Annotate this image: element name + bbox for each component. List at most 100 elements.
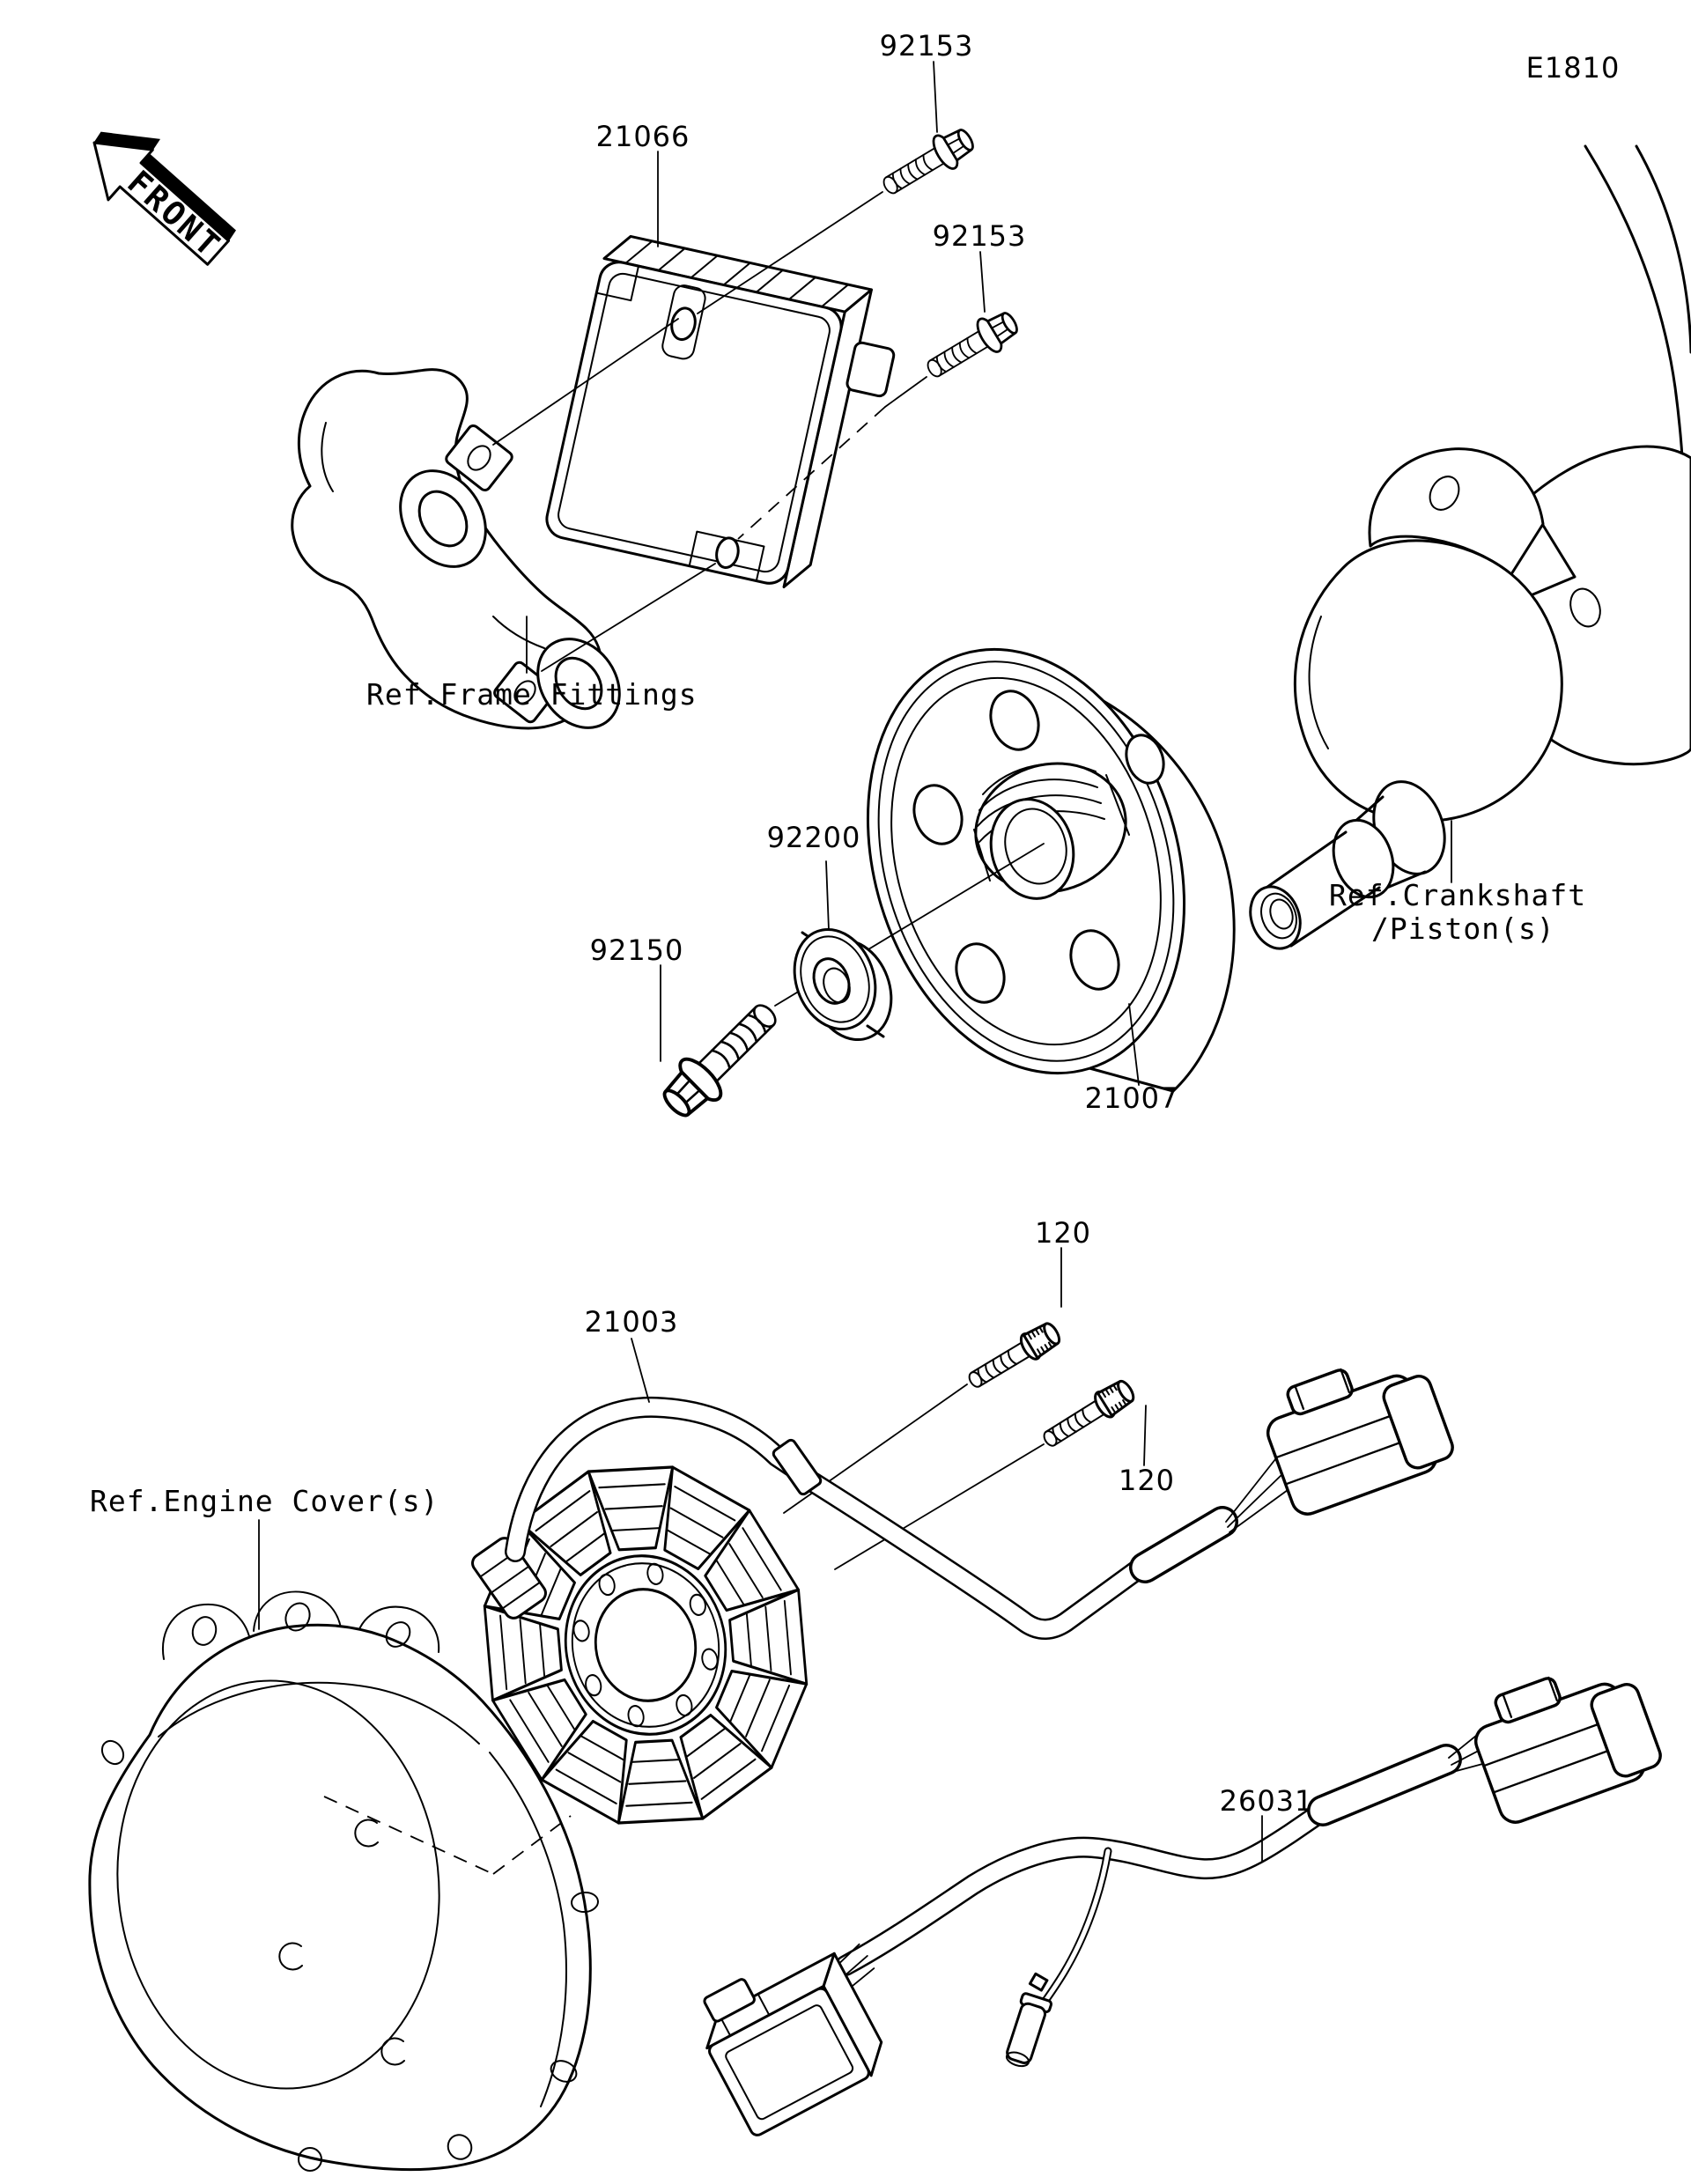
leader-120-b: [1143, 1405, 1147, 1466]
label-92153-lower: 92153: [933, 219, 1027, 253]
regulator-hole-upper: [670, 306, 697, 342]
label-21066: 21066: [596, 120, 690, 153]
front-arrow-face: [92, 141, 231, 266]
harness-branch-wire: [1030, 1847, 1112, 2021]
stator-21003: [471, 1340, 1460, 1825]
leader-21003: [631, 1338, 650, 1403]
regulator-slot: [661, 284, 706, 360]
stator-grommet: [471, 1537, 547, 1620]
stator-lead-wires: [1225, 1454, 1289, 1533]
stator-lead-clip: [772, 1438, 823, 1496]
harness-connector-right: [1461, 1649, 1668, 1829]
stator-coil-lamination: [567, 1752, 622, 1783]
stator-coil-lamination: [715, 1559, 745, 1606]
leader-lines: [258, 61, 1452, 1863]
leader-92153-a: [933, 61, 938, 133]
label-21003: 21003: [585, 1305, 679, 1339]
label-26031: 26031: [1220, 1784, 1314, 1818]
stator-flange-hole: [572, 1620, 590, 1642]
label-ref-crankshaft-2: /Piston(s): [1371, 911, 1555, 946]
stator-coil-lamination: [728, 1543, 764, 1599]
assembly-line-bracket-upper: [492, 318, 679, 446]
front-arrow: FRONT: [92, 131, 236, 266]
leader-21007: [1128, 1003, 1140, 1086]
bolt-92153-lower: [919, 303, 1025, 388]
stator-coil-lamination: [783, 1599, 792, 1676]
label-ref-crankshaft-1: Ref.Crankshaft: [1329, 878, 1586, 912]
harness-branch-connector: [1005, 1992, 1052, 2068]
assembly-line-bolt-b-hidden: [737, 406, 886, 540]
engine-cover-dome: [116, 1679, 440, 2090]
label-120-lower: 120: [1119, 1464, 1175, 1497]
stator-coil-lamination: [550, 1510, 598, 1548]
label-ref-engine-cover: Ref.Engine Cover(s): [90, 1484, 439, 1518]
crank-web-front-upper: [1368, 447, 1545, 576]
rotor-hub-boss: [973, 762, 1130, 900]
stator-coil-lamination: [669, 1507, 724, 1538]
stator-flange-hole: [598, 1573, 616, 1597]
stator-coil-lamination: [519, 1619, 527, 1685]
bracket-tab-upper: [445, 424, 513, 492]
stator-coil-lamination: [535, 1490, 591, 1532]
assembly-line-bolt-b: [884, 376, 927, 408]
stator-coil-lamination: [693, 1742, 742, 1780]
stator-coil-lamination: [604, 1505, 663, 1510]
stator-coil-lamination: [499, 1614, 508, 1691]
label-120-upper: 120: [1035, 1216, 1091, 1250]
bolt-120-upper: [962, 1317, 1066, 1396]
leader-92153-b: [979, 251, 986, 313]
regulator-hole-lower: [715, 536, 740, 570]
stator-coil-lamination: [685, 1727, 727, 1759]
stator-coil-lamination: [631, 1758, 681, 1763]
label-92150: 92150: [590, 933, 684, 967]
label-92200: 92200: [767, 821, 861, 854]
engine-cover: [88, 1590, 599, 2172]
stator-flange-hole: [585, 1674, 602, 1697]
stator-flange-hole: [646, 1562, 664, 1585]
stator-coil-lamination: [745, 1612, 752, 1668]
stator-coil-lamination: [528, 1691, 563, 1747]
stator-coil-lamination: [700, 1758, 757, 1800]
label-ref-frame-fittings: Ref.Frame Fittings: [366, 677, 698, 712]
assembly-line-bolt-a: [697, 191, 883, 314]
rotor-21007: [866, 647, 1236, 1093]
stator-flange-hole: [676, 1693, 693, 1717]
branch-clip: [1028, 1972, 1049, 1992]
label-21007: 21007: [1085, 1081, 1179, 1115]
stator-coil-lamination: [555, 1768, 617, 1804]
stator-coil-lamination: [666, 1529, 712, 1556]
regulator-front-face: [545, 261, 843, 585]
regulator-connector-block: [846, 341, 896, 398]
stator-coil-lamination: [761, 1684, 790, 1752]
stator-coil: [704, 1509, 800, 1612]
washer-92200: [793, 927, 893, 1042]
stator-coil-lamination: [509, 1699, 550, 1763]
crankcase-arc-2: [1635, 144, 1691, 354]
bolt-120-lower: [1037, 1375, 1140, 1455]
stator-flange-hole: [689, 1593, 706, 1616]
bolt-92150: [651, 990, 791, 1129]
stator-coil-lamination: [625, 1801, 693, 1807]
stator-coil-lamination: [598, 1483, 666, 1489]
regulator-21066: [545, 234, 896, 589]
bolt-92153-upper: [875, 120, 981, 205]
stator-coil-lamination: [546, 1684, 576, 1731]
stator-coil-lamination: [745, 1679, 771, 1738]
engine-cover-hidden-line: [323, 1796, 494, 1875]
assembly-line-120a: [783, 1383, 968, 1514]
leader-92200: [825, 860, 830, 931]
stator-flange-hole: [701, 1648, 719, 1671]
stator-coil-lamination: [628, 1780, 687, 1785]
stator-coil-lamination: [764, 1605, 772, 1671]
stator-flange-hole: [627, 1705, 645, 1728]
label-92153-upper: 92153: [880, 29, 974, 63]
stator-coil-lamination: [540, 1567, 562, 1617]
stator-coil-lamination: [610, 1527, 661, 1532]
engine-cover-outline: [88, 1623, 592, 2172]
stator-coil-lamination: [580, 1734, 625, 1761]
assembly-line-120b: [834, 1443, 1045, 1570]
crank-nose: [1249, 885, 1302, 950]
label-drawing-code: E1810: [1526, 51, 1621, 85]
harness-26031: [703, 1649, 1668, 2136]
